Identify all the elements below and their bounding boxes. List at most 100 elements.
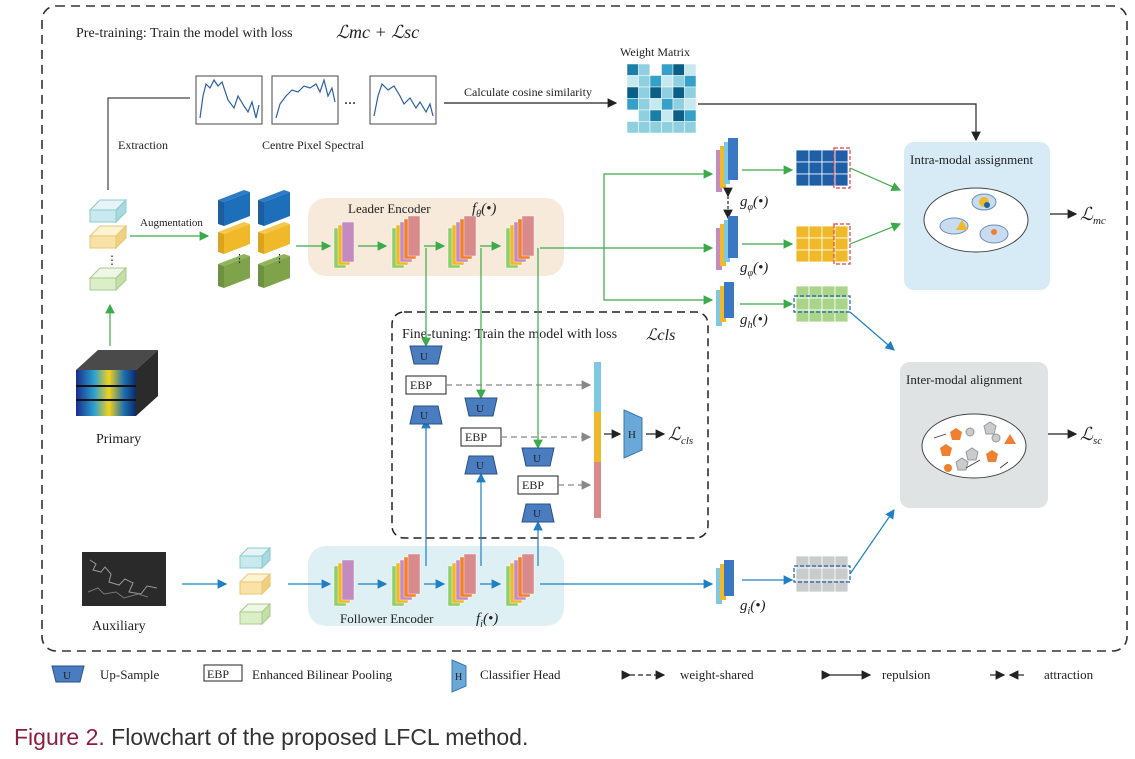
grid-cell <box>808 297 823 311</box>
finetuning-label: Fine-tuning: Train the model with loss <box>402 327 617 342</box>
grid-cell <box>821 249 836 263</box>
spectral-plot-1 <box>195 75 263 125</box>
grid-cell <box>821 237 836 251</box>
figure-number: Figure 2. <box>14 724 105 750</box>
grid-cell <box>795 161 810 175</box>
spectral-plot-n <box>369 75 437 125</box>
legend-ebp-box-label: EBP <box>207 667 229 681</box>
weight-matrix-cell <box>684 98 697 111</box>
weight-matrix-cell <box>626 121 639 134</box>
leader-encoder-label: Leader Encoder <box>348 201 431 216</box>
legend-ebp-icon <box>203 664 243 682</box>
weight-matrix-cell <box>638 98 651 111</box>
legend: EBP U Up-Sample EBP Enhanced Bilinear Po… <box>51 659 1094 693</box>
svg-text:EBP: EBP <box>410 378 432 392</box>
grid-cell <box>821 149 836 163</box>
legend-upsample-label: Up-Sample <box>100 667 159 682</box>
grid-cell <box>834 161 849 175</box>
legend-attraction-label: attraction <box>1044 667 1094 682</box>
primary-hsi-cube <box>76 350 158 416</box>
intra-modal-label: Intra-modal assignment <box>910 152 1033 167</box>
auxiliary-label: Auxiliary <box>92 619 146 634</box>
weight-matrix-cell <box>626 98 639 111</box>
grid-cell <box>834 237 849 251</box>
grid-cell <box>821 161 836 175</box>
gphi1-block <box>716 138 738 192</box>
augmented-vdots-1: ⋮ <box>234 253 245 265</box>
follower-feature-blocks <box>333 553 535 607</box>
grid-cell <box>795 249 810 263</box>
weight-matrix-cell <box>672 98 685 111</box>
cls-loss: ℒcls <box>668 424 693 447</box>
weight-matrix-cell <box>649 121 662 134</box>
ebp-module-1: U EBP U <box>405 345 447 425</box>
weight-matrix-cell <box>638 109 651 122</box>
grid-cell <box>834 567 849 581</box>
leader-encoder-bg <box>308 198 564 276</box>
mc-loss: ℒmc <box>1080 204 1106 227</box>
svg-text:EBP: EBP <box>522 478 544 492</box>
weight-matrix-cell <box>638 86 651 99</box>
grid-cell <box>795 225 810 239</box>
weight-matrix-cell <box>649 75 662 88</box>
weight-matrix-cell <box>661 109 674 122</box>
legend-classifier-label: Classifier Head <box>480 667 561 682</box>
weight-matrix-cell <box>626 63 639 76</box>
grid-cell <box>834 309 849 323</box>
legend-classifier-h: H <box>455 672 462 683</box>
primary-label: Primary <box>96 432 141 447</box>
encoder-feature-slice <box>463 553 477 595</box>
grid-cell <box>808 149 823 163</box>
grid-cell <box>834 225 849 239</box>
weight-to-intra-arrow <box>698 103 981 142</box>
ebp-module-3: U EBP U <box>517 447 559 523</box>
intra-cluster-ellipse <box>923 187 1029 253</box>
grid4-to-inter-arrow <box>849 509 895 575</box>
inter-alignment-ellipse <box>921 413 1027 479</box>
encoder-feature-slice <box>341 559 355 601</box>
weight-matrix-cell <box>661 63 674 76</box>
ebp-module-2: U EBP U <box>460 397 502 475</box>
gphi2-label: gφ(•) <box>740 260 768 279</box>
weight-matrix-cell <box>684 121 697 134</box>
extraction-label: Extraction <box>118 138 168 152</box>
weight-matrix-cell <box>626 75 639 88</box>
grid-cell <box>808 567 823 581</box>
embedding-grid-h <box>793 285 851 323</box>
grid-cell <box>834 173 849 187</box>
grid-cell <box>795 567 810 581</box>
assignment-grid-phi1 <box>795 147 851 189</box>
gphi1-label: gφ(•) <box>740 194 768 213</box>
weight-matrix-cell <box>638 121 651 134</box>
weight-matrix-cell <box>661 86 674 99</box>
gh-block <box>716 282 734 326</box>
grid-cell <box>834 297 849 311</box>
grid-cell <box>808 225 823 239</box>
pretraining-frame <box>41 5 1128 652</box>
weight-matrix-cell <box>684 109 697 122</box>
weight-matrix-cell <box>684 63 697 76</box>
grid-cell <box>834 579 849 593</box>
finetuning-frame <box>391 311 709 539</box>
gi-label: gi(•) <box>740 598 766 617</box>
primary-patches-vdots: ⋮ <box>106 253 118 267</box>
figure-caption: Figure 2. Flowchart of the proposed LFCL… <box>14 724 528 751</box>
sc-loss: ℒsc <box>1080 424 1102 447</box>
legend-ebp-label: Enhanced Bilinear Pooling <box>252 667 393 682</box>
svg-text:U: U <box>476 460 484 472</box>
encoder-feature-slice <box>341 221 355 263</box>
leader-fn: fθ(•) <box>472 201 496 220</box>
grid-cell <box>821 225 836 239</box>
encoder-feature-slice <box>407 215 421 257</box>
follower-fn: fi(•) <box>476 611 498 630</box>
weight-matrix-cell <box>672 109 685 122</box>
grid-cell <box>795 173 810 187</box>
svg-text:U: U <box>533 508 541 520</box>
gi-block <box>716 560 734 604</box>
weight-matrix <box>626 63 697 134</box>
grid-cell <box>808 173 823 187</box>
auxiliary-patches <box>238 546 272 626</box>
grid-cell <box>808 237 823 251</box>
weight-matrix-cell <box>649 98 662 111</box>
grid-cell <box>795 149 810 163</box>
